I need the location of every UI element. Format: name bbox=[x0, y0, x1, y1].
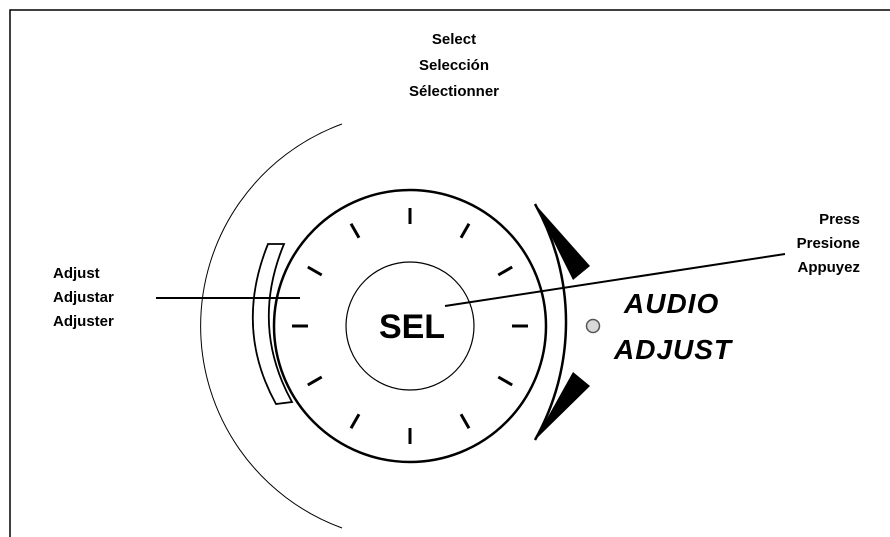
audio-label: AUDIO bbox=[623, 288, 719, 319]
press-label-fr: Appuyez bbox=[797, 259, 860, 276]
select-label: Select Selección Sélectionner bbox=[409, 31, 499, 100]
press-label: Press Presione Appuyez bbox=[797, 211, 860, 276]
knob-tick-marks bbox=[292, 208, 528, 444]
select-label-en: Select bbox=[432, 31, 476, 48]
sel-button[interactable] bbox=[345, 261, 475, 391]
knob-tick bbox=[459, 413, 471, 429]
knob-tick bbox=[497, 375, 513, 387]
knob-grip bbox=[251, 243, 294, 405]
knob-tick bbox=[307, 265, 323, 277]
press-label-es: Presione bbox=[797, 235, 860, 252]
frame-border bbox=[9, 9, 890, 537]
knob-tick bbox=[459, 223, 471, 239]
rotation-arc bbox=[200, 123, 343, 529]
press-leader-line bbox=[444, 253, 786, 307]
up-arrow-icon bbox=[535, 204, 590, 280]
adjust-label: Adjust Adjustar Adjuster bbox=[53, 265, 114, 330]
adjust-label-fr: Adjuster bbox=[53, 313, 114, 330]
knob-tick bbox=[349, 413, 361, 429]
press-label-en: Press bbox=[819, 211, 860, 228]
adjust-control-label: ADJUST bbox=[613, 334, 734, 365]
select-label-fr: Sélectionner bbox=[409, 83, 499, 100]
indicator-dot bbox=[585, 318, 601, 334]
knob-tick bbox=[307, 375, 323, 387]
knob-tick bbox=[497, 265, 513, 277]
knob-tick bbox=[349, 223, 361, 239]
adjust-label-es: Adjustar bbox=[53, 289, 114, 306]
select-label-es: Selección bbox=[419, 57, 489, 74]
adjust-label-en: Adjust bbox=[53, 265, 100, 282]
audio-adjust-label: AUDIO ADJUST bbox=[613, 288, 734, 365]
adjust-direction-arc bbox=[533, 203, 568, 441]
sel-button-label: SEL bbox=[379, 308, 445, 346]
down-arrow-icon bbox=[535, 372, 590, 440]
